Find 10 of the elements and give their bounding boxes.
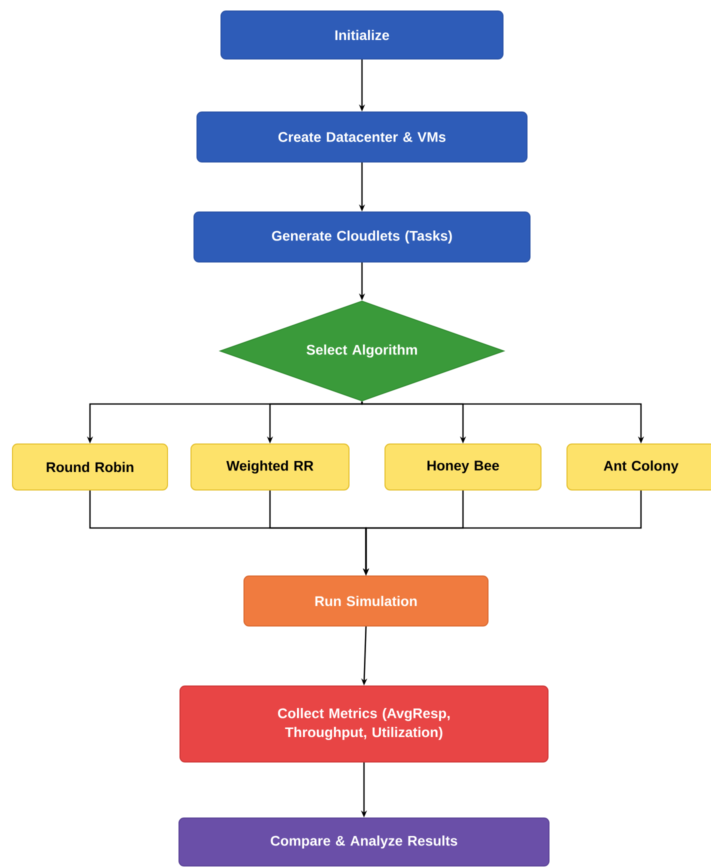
algorithm-box: Round Robin: [12, 444, 168, 490]
process-box: Run Simulation: [244, 576, 488, 626]
process-box: Create Datacenter & VMs: [196, 112, 528, 162]
process-box: Compare & Analyze Results: [178, 818, 550, 866]
algorithm-box: Honey Bee: [384, 444, 542, 490]
process-box: Initialize: [220, 10, 504, 60]
process-box: Collect Metrics (AvgResp, Throughput, Utilization): [180, 686, 548, 762]
process-box: Generate Cloudlets (Tasks): [194, 212, 530, 262]
algorithm-box: Weighted RR: [190, 444, 350, 490]
algorithm-box: Ant Colony: [566, 444, 711, 490]
